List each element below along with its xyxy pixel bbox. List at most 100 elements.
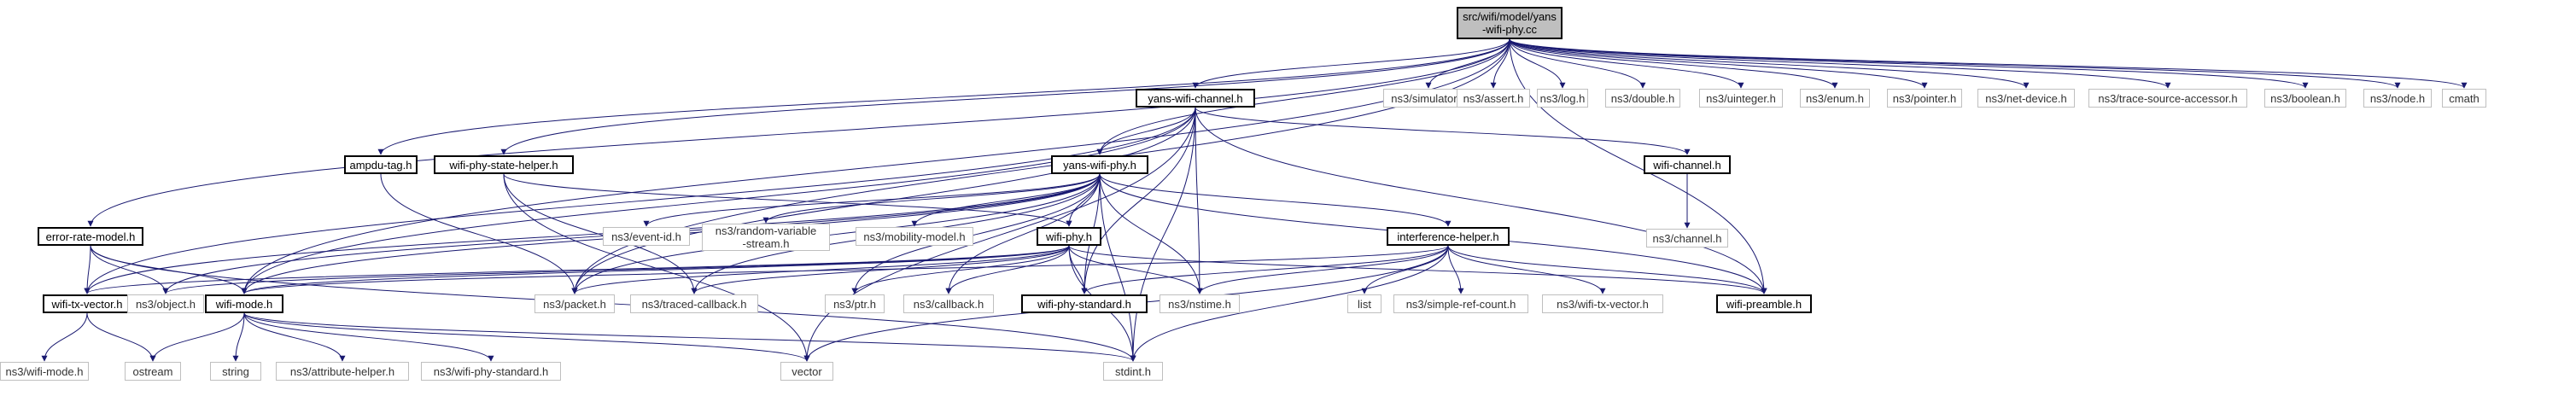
node-label: wifi-tx-vector.h xyxy=(51,297,123,311)
node-root[interactable]: src/wifi/model/yans -wifi-phy.cc xyxy=(1457,7,1563,39)
node-label: ns3/double.h xyxy=(1610,91,1675,105)
node-wps[interactable]: wifi-phy-standard.h xyxy=(1021,294,1148,313)
edge-root-to-wpre xyxy=(1509,38,1767,294)
node-label: ns3/node.h xyxy=(2369,91,2426,105)
node-label: ns3/simple-ref-count.h xyxy=(1405,297,1516,311)
node-obj: ns3/object.h xyxy=(127,294,204,313)
edge-ywc-to-wmode xyxy=(241,107,1196,294)
node-ptr: ns3/ptr.h xyxy=(825,294,885,313)
edge-ywc-to-vector xyxy=(803,107,1196,362)
node-enum: ns3/enum.h xyxy=(1800,89,1870,108)
edge-ih-to-wps xyxy=(1081,245,1449,294)
edge-ywc-to-ywp xyxy=(1096,107,1196,155)
edge-ywp-to-cb xyxy=(945,173,1101,294)
node-label: vector xyxy=(791,364,822,378)
node-label: ns3/pointer.h xyxy=(1892,91,1957,105)
edge-ywp-to-ih xyxy=(1099,173,1452,227)
node-label: ns3/enum.h xyxy=(1806,91,1864,105)
node-label: ns3/boolean.h xyxy=(2270,91,2340,105)
node-label: ns3/callback.h xyxy=(913,297,984,311)
node-wtv[interactable]: wifi-tx-vector.h xyxy=(43,294,131,313)
node-label: ns3/object.h xyxy=(135,297,196,311)
edge-layer xyxy=(41,38,2468,362)
node-ih[interactable]: interference-helper.h xyxy=(1387,227,1510,246)
node-label: list xyxy=(1358,297,1371,311)
edge-root-to-enum xyxy=(1509,38,1838,89)
edge-wtv-to-ostream xyxy=(86,312,156,362)
node-nstime: ns3/nstime.h xyxy=(1159,294,1240,313)
node-simulator: ns3/simulator.h xyxy=(1383,89,1474,108)
node-rv: ns3/random-variable -stream.h xyxy=(702,224,830,251)
edge-wphy-to-obj xyxy=(162,245,1070,294)
node-ywp[interactable]: yans-wifi-phy.h xyxy=(1051,155,1148,174)
node-assert: ns3/assert.h xyxy=(1457,89,1530,108)
edge-wphy-to-nstime xyxy=(1068,245,1203,294)
edge-ih-to-nswtv xyxy=(1447,245,1606,294)
edge-wmode-to-string xyxy=(232,312,245,362)
node-netdevice: ns3/net-device.h xyxy=(1977,89,2075,108)
node-label: ns3/assert.h xyxy=(1463,91,1524,105)
node-pointer: ns3/pointer.h xyxy=(1887,89,1962,108)
edge-ih-to-nstime xyxy=(1196,245,1449,294)
node-attr: ns3/attribute-helper.h xyxy=(276,362,409,381)
edge-wphy-to-wtv xyxy=(84,245,1070,294)
node-label: wifi-phy-standard.h xyxy=(1037,297,1131,311)
edge-ywc-to-wpre xyxy=(1195,107,1767,294)
node-label: error-rate-model.h xyxy=(45,230,136,243)
node-wphy[interactable]: wifi-phy.h xyxy=(1037,227,1101,246)
edge-ih-to-stdint xyxy=(1130,245,1449,362)
edge-psh-to-wphy xyxy=(503,173,1072,227)
edge-ih-to-src xyxy=(1447,245,1464,294)
node-wmode[interactable]: wifi-mode.h xyxy=(205,294,283,313)
edge-ywc-to-wtv xyxy=(84,107,1196,294)
node-label: ns3/wifi-mode.h xyxy=(5,364,84,378)
edge-ih-to-wpre xyxy=(1447,245,1767,294)
edge-ywc-to-nstime xyxy=(1195,107,1203,294)
node-label: wifi-phy-state-helper.h xyxy=(449,158,558,172)
node-list: list xyxy=(1347,294,1381,313)
node-nswps: ns3/wifi-phy-standard.h xyxy=(421,362,561,381)
node-label: ns3/mobility-model.h xyxy=(863,230,966,243)
edge-wphy-to-wmode xyxy=(241,245,1070,294)
node-label: wifi-phy.h xyxy=(1046,230,1092,243)
node-label: ns3/uinteger.h xyxy=(1706,91,1776,105)
node-ampdu[interactable]: ampdu-tag.h xyxy=(344,155,418,174)
node-label: stdint.h xyxy=(1115,364,1151,378)
edge-root-to-cmath xyxy=(1509,38,2468,89)
node-packet: ns3/packet.h xyxy=(534,294,615,313)
node-label: string xyxy=(222,364,249,378)
node-label: ns3/random-variable -stream.h xyxy=(715,224,817,250)
edge-wtv-to-nswmode xyxy=(41,312,88,362)
edge-wphy-to-tcb xyxy=(691,245,1070,294)
node-label: ns3/packet.h xyxy=(543,297,606,311)
node-label: ns3/net-device.h xyxy=(1985,91,2067,105)
edge-root-to-node xyxy=(1509,38,2401,89)
edge-ywp-to-ptr xyxy=(851,173,1101,294)
node-label: ostream xyxy=(132,364,173,378)
node-label: ns3/wifi-phy-standard.h xyxy=(433,364,549,378)
edge-root-to-pointer xyxy=(1509,38,1928,89)
node-nswmode: ns3/wifi-mode.h xyxy=(0,362,89,381)
node-label: wifi-preamble.h xyxy=(1726,297,1802,311)
node-psh[interactable]: wifi-phy-state-helper.h xyxy=(434,155,574,174)
node-label: ns3/nstime.h xyxy=(1168,297,1231,311)
edge-ywp-to-stdint xyxy=(1099,173,1136,362)
node-erm[interactable]: error-rate-model.h xyxy=(38,227,143,246)
edge-root-to-erm xyxy=(87,38,1510,227)
edge-root-to-log xyxy=(1509,38,1566,89)
edge-ywp-to-eid xyxy=(643,173,1101,227)
node-wchan[interactable]: wifi-channel.h xyxy=(1644,155,1731,174)
edge-root-to-tsa xyxy=(1509,38,2171,89)
node-ywc[interactable]: yans-wifi-channel.h xyxy=(1136,89,1255,108)
node-vector: vector xyxy=(780,362,833,381)
node-tsa: ns3/trace-source-accessor.h xyxy=(2088,89,2247,108)
edge-erm-to-wtv xyxy=(84,245,91,294)
edge-root-to-boolean xyxy=(1509,38,2309,89)
edge-erm-to-obj xyxy=(90,245,169,294)
node-uinteger: ns3/uinteger.h xyxy=(1699,89,1783,108)
node-eid: ns3/event-id.h xyxy=(603,227,690,246)
node-label: interference-helper.h xyxy=(1397,230,1499,243)
node-wpre[interactable]: wifi-preamble.h xyxy=(1716,294,1812,313)
node-label: ns3/wifi-tx-vector.h xyxy=(1557,297,1649,311)
